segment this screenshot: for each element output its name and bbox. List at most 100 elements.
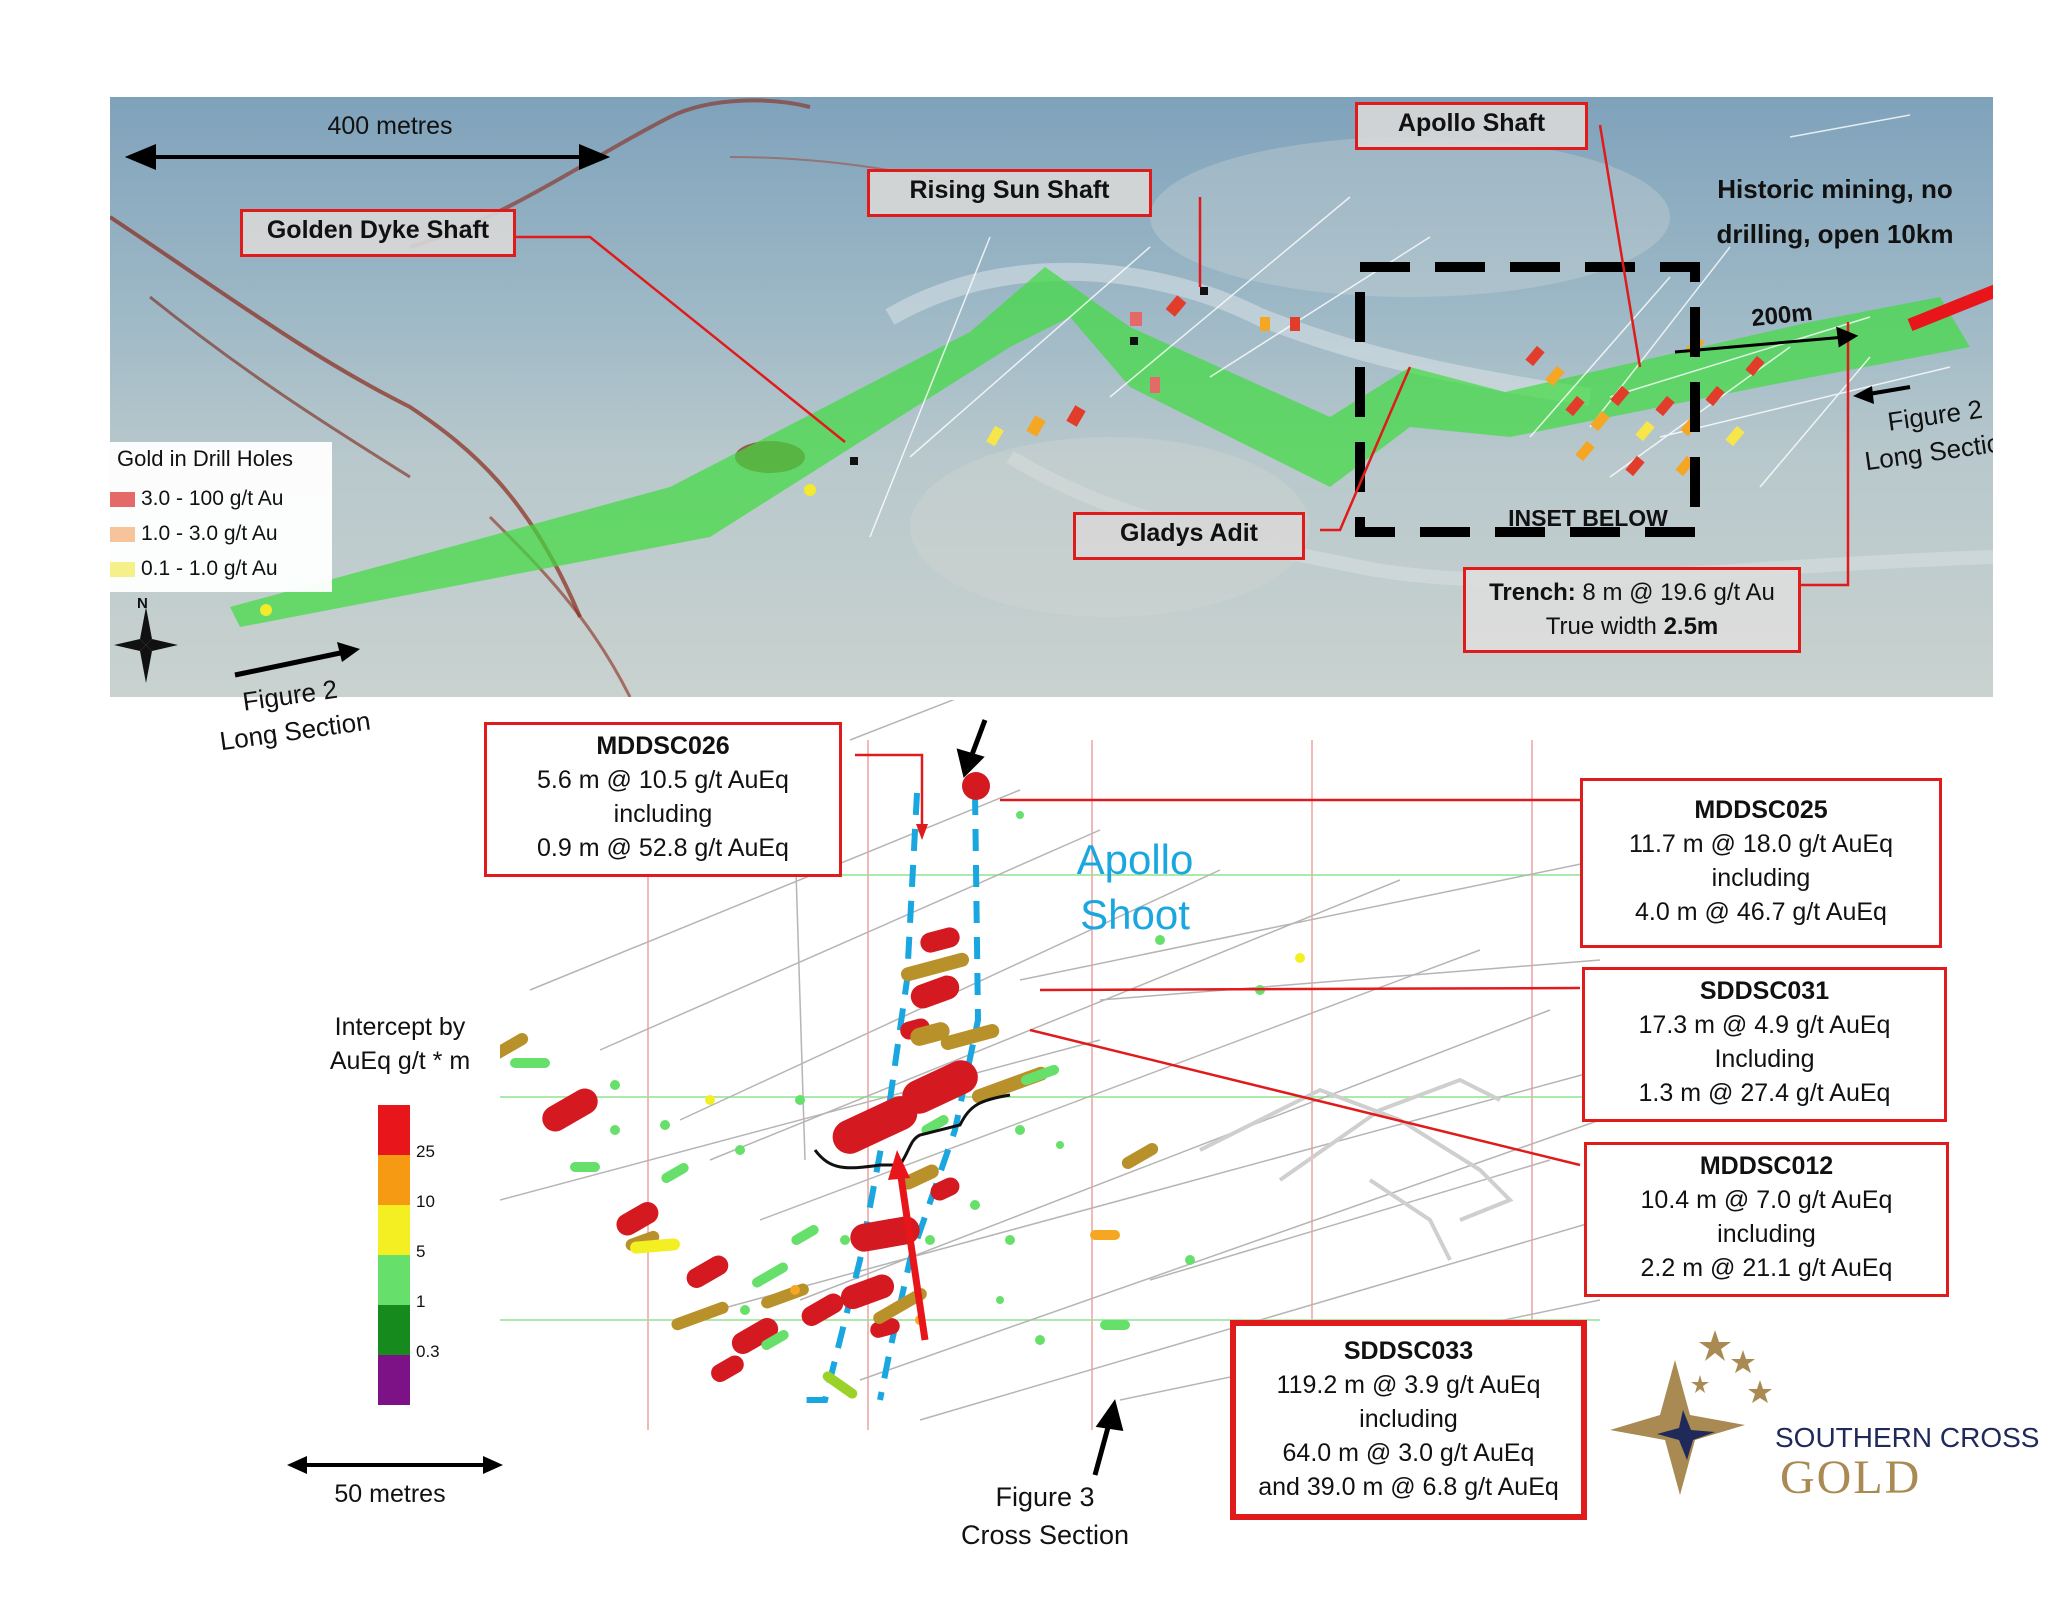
shoot-top-arrow — [956, 719, 988, 778]
trench-label: Trench: — [1489, 579, 1576, 606]
trench-value: 8 m @ 19.6 g/t Au — [1575, 579, 1775, 606]
colorbar-segment — [378, 1355, 410, 1405]
section-intercepts — [500, 772, 1159, 1399]
section-arrow-right — [1853, 385, 1911, 404]
sddsc031-line1: 17.3 m @ 4.9 g/t AuEq — [1638, 1011, 1891, 1039]
true-width-label: True width — [1545, 613, 1664, 640]
figure3-arrow — [1092, 1399, 1124, 1476]
mddsc026-line2: including — [613, 800, 713, 828]
mddsc025-line2: including — [1711, 864, 1811, 892]
scale-arrow-50 — [287, 1456, 503, 1474]
gold-legend-item: 3.0 - 100 g/t Au — [110, 487, 283, 511]
hill — [1150, 137, 1670, 297]
section-leaders — [855, 753, 1581, 1167]
sddsc031-line2: Including — [1714, 1045, 1815, 1073]
sddsc033-line3: 64.0 m @ 3.0 g/t AuEq — [1282, 1439, 1535, 1467]
mddsc012-box: MDDSC012 10.4 m @ 7.0 g/t AuEq including… — [1584, 1142, 1949, 1297]
mddsc026-id: MDDSC026 — [596, 732, 730, 760]
colorbar-segment — [378, 1305, 410, 1355]
arrow-200m — [1674, 326, 1859, 354]
mddsc025-id: MDDSC025 — [1694, 796, 1828, 824]
sddsc033-box: SDDSC033 119.2 m @ 3.9 g/t AuEq includin… — [1230, 1320, 1587, 1520]
gold-legend-item: 0.1 - 1.0 g/t Au — [110, 557, 278, 581]
mddsc025-line1: 11.7 m @ 18.0 g/t AuEq — [1629, 830, 1893, 858]
gold-legend: Gold in Drill Holes 3.0 - 100 g/t Au 1.0… — [110, 442, 332, 592]
historic-mining-note: Historic mining, no drilling, open 10km — [1700, 167, 1970, 257]
colorbar-tick: 0.3 — [416, 1342, 440, 1361]
ridge-line — [149, 295, 411, 479]
true-width-value: 2.5m — [1663, 613, 1719, 640]
intercept-title-line1: Intercept by — [334, 1013, 466, 1041]
scale-arrow-400 — [124, 144, 611, 170]
sddsc031-id: SDDSC031 — [1699, 977, 1830, 1005]
colorbar-segment — [378, 1155, 410, 1205]
sddsc033-line2: including — [1359, 1405, 1458, 1433]
historic-mining-line1: Historic mining, no — [1717, 174, 1953, 204]
apollo-shoot-label: Apollo Shoot — [1045, 832, 1225, 942]
gold-legend-title: Gold in Drill Holes — [117, 446, 294, 471]
gold-legend-item: 1.0 - 3.0 g/t Au — [110, 522, 278, 546]
gladys-adit-label: Gladys Adit — [1073, 512, 1305, 560]
brand-name-line1: SOUTHERN CROSS — [1775, 1422, 2040, 1453]
gold-legend-label: 0.1 - 1.0 g/t Au — [141, 557, 278, 580]
colorbar-tick: 10 — [416, 1192, 435, 1211]
intercept-colorbar — [378, 1105, 410, 1405]
section-band — [230, 267, 1970, 627]
sddsc033-arrow — [888, 1150, 929, 1341]
mddsc025-box: MDDSC025 11.7 m @ 18.0 g/t AuEq includin… — [1580, 778, 1942, 948]
sddsc033-bracket — [813, 1093, 1011, 1170]
north-label: N — [137, 595, 148, 612]
trench-result-box: Trench: 8 m @ 19.6 g/t Au True width 2.5… — [1463, 567, 1801, 653]
mddsc026-line3: 0.9 m @ 52.8 g/t AuEq — [537, 834, 789, 862]
figure3-label: Figure 3 Cross Section — [935, 1478, 1155, 1554]
section-view — [500, 700, 1601, 1476]
legend-swatch-mid — [110, 526, 135, 542]
colorbar-segment — [378, 1255, 410, 1305]
mddsc025-line3: 4.0 m @ 46.7 g/t AuEq — [1635, 898, 1887, 926]
section-arrow-left — [234, 642, 360, 678]
brand-name-line2: GOLD — [1780, 1451, 1922, 1504]
sddsc033-line4: and 39.0 m @ 6.8 g/t AuEq — [1258, 1473, 1559, 1501]
terrain-layer — [110, 98, 1993, 697]
figure3-line1: Figure 3 — [995, 1482, 1095, 1512]
apollo-shoot-line2: Shoot — [1080, 891, 1190, 938]
mddsc012-line1: 10.4 m @ 7.0 g/t AuEq — [1640, 1186, 1893, 1214]
intercept-title-line2: AuEq g/t * m — [329, 1047, 471, 1075]
inset-below-label: INSET BELOW — [1508, 505, 1668, 531]
colorbar-segment — [378, 1205, 410, 1255]
section-drill-traces — [500, 700, 1601, 1421]
leader-lines — [515, 124, 1850, 587]
mddsc012-id: MDDSC012 — [1699, 1152, 1834, 1180]
intercept-scale-title: Intercept by AuEq g/t * m — [300, 1010, 500, 1078]
ridge-line — [110, 215, 582, 618]
plan-map: 400 metres Golden Dyke Shaft Rising Sun … — [110, 97, 1993, 697]
mddsc012-line3: 2.2 m @ 21.1 g/t AuEq — [1640, 1254, 1893, 1282]
valley — [885, 262, 1592, 406]
scale-label-50: 50 metres — [334, 1480, 446, 1508]
colorbar-tick: 1 — [416, 1292, 426, 1311]
mine-workings — [1199, 1077, 1514, 1261]
apollo-shoot-line1: Apollo — [1076, 836, 1194, 883]
apollo-shaft-label: Apollo Shaft — [1355, 102, 1588, 150]
sddsc033-id: SDDSC033 — [1343, 1337, 1474, 1365]
sddsc033-line1: 119.2 m @ 3.9 g/t AuEq — [1276, 1371, 1541, 1399]
open-along-strike-arrow — [1907, 284, 1993, 332]
colorbar-segment — [378, 1105, 410, 1155]
colorbar-tick: 5 — [416, 1242, 426, 1261]
mddsc012-line2: including — [1717, 1220, 1816, 1248]
colorbar-tick: 25 — [416, 1142, 435, 1161]
sddsc031-line3: 1.3 m @ 27.4 g/t AuEq — [1638, 1079, 1891, 1107]
southern-cross-logo-icon — [1610, 1330, 1772, 1495]
rising-sun-shaft-label: Rising Sun Shaft — [867, 169, 1152, 217]
inset-box — [1355, 262, 1700, 537]
north-arrow — [114, 607, 178, 683]
legend-swatch-high — [110, 491, 135, 507]
mddsc026-line1: 5.6 m @ 10.5 g/t AuEq — [537, 766, 789, 794]
sddsc031-box: SDDSC031 17.3 m @ 4.9 g/t AuEq Including… — [1582, 967, 1947, 1122]
golden-dyke-shaft-label: Golden Dyke Shaft — [240, 209, 516, 257]
scale-label-400: 400 metres — [327, 112, 453, 140]
gold-legend-label: 3.0 - 100 g/t Au — [141, 487, 284, 510]
historic-mining-line2: drilling, open 10km — [1716, 219, 1954, 249]
legend-swatch-low — [110, 561, 135, 577]
mddsc026-box: MDDSC026 5.6 m @ 10.5 g/t AuEq including… — [484, 722, 842, 877]
